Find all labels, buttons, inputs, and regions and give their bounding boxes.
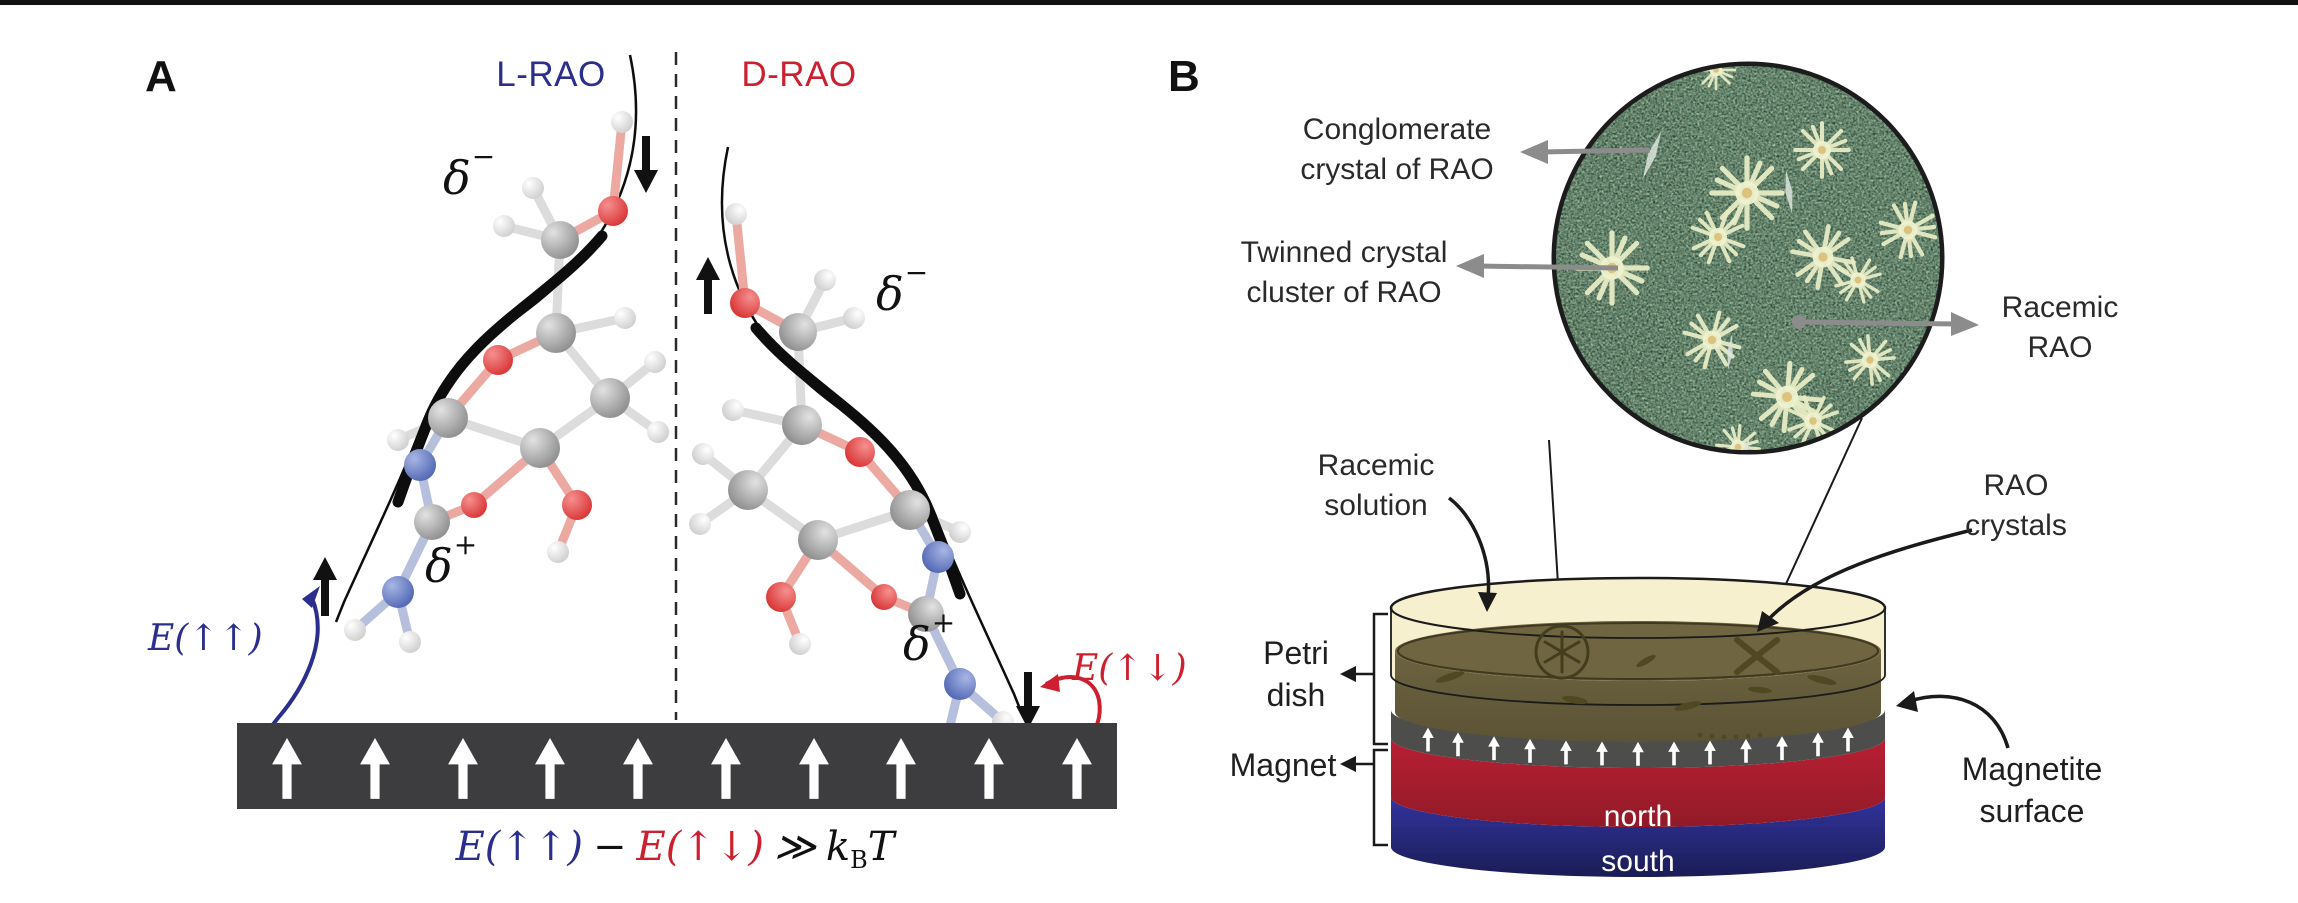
curved-label-arrows (1447, 496, 2010, 749)
panel-a-label: A (145, 52, 177, 101)
magnetic-surface-bar (237, 723, 1117, 809)
equation-antiparallel-term: E(↑↓) (636, 824, 764, 870)
energy-antiparallel-label: E(↑↓) (1072, 648, 1187, 689)
micrograph-circle (1551, 61, 1945, 455)
delta-plus-label-l: δ+ (425, 528, 478, 593)
panel-b-graphics (1340, 61, 2010, 877)
spin-down-arrow-icon (634, 136, 658, 193)
south-pole-label: south (1601, 845, 1675, 878)
magnetite-surface-arrow-icon (1896, 691, 2010, 749)
magnet-south-band (1391, 797, 1885, 877)
magnet-pointer-icon (1340, 756, 1374, 772)
waterline (1397, 622, 1879, 680)
l-rao-molecule (336, 55, 669, 653)
rao-crystal-mark (1734, 637, 1780, 675)
magnetite-surface-label: Magnetite surface (1961, 751, 2103, 829)
petri-dish-label: Petri dish (1263, 635, 1329, 713)
delta-plus-label-d: δ+ (903, 606, 956, 671)
figure-top-rule (0, 0, 2298, 5)
panel-a-graphics (237, 52, 1117, 809)
magnet-north-band (1391, 738, 1885, 827)
magnet-label: Magnet (1229, 747, 1337, 783)
solution-surface (1395, 621, 1881, 681)
rao-crystals-arrow-icon (1757, 528, 1973, 632)
spin-up-arrow-icon (313, 557, 337, 616)
petri-dish-bracket (1372, 612, 1388, 746)
energy-equation: E(↑↑)−E(↑↓)≫kBT (455, 824, 895, 874)
magnet-bracket (1372, 748, 1388, 847)
d-rao-molecule (689, 147, 1022, 745)
spin-up-arrow-icon (696, 257, 720, 314)
racemic-rao-arrow-icon (1792, 312, 1979, 336)
delta-minus-label-l: δ− (443, 140, 496, 205)
petri-dish-diagram (1389, 576, 1887, 877)
conglomerate-arrow-icon (1520, 140, 1651, 164)
energy-parallel-label: E(↑↑) (148, 618, 263, 659)
conglomerate-label: Conglomerate crystal of RAO (1300, 113, 1494, 186)
brackets (1340, 612, 1388, 847)
twinned-arrow-icon (1456, 254, 1619, 278)
spin-down-arrow-icon (1016, 672, 1040, 729)
north-pole-label: north (1603, 800, 1673, 833)
surface-crystal-marks (1435, 654, 1837, 740)
magnetite-band (1391, 710, 1885, 768)
racemic-solution-arrow-icon (1447, 496, 1497, 612)
solution-body (1395, 651, 1882, 742)
equation-parallel-term: E(↑↑) (455, 824, 584, 870)
l-rao-title: L-RAO (496, 55, 606, 94)
d-rao-title: D-RAO (741, 55, 857, 94)
rao-crystals-label: RAO crystals (1965, 469, 2067, 542)
twinned-label: Twinned crystal cluster of RAO (1240, 236, 1448, 309)
glass-outline (1390, 607, 1886, 706)
racemic-rao-label: Racemic RAO (2001, 291, 2119, 364)
panel-b-label: B (1168, 52, 1200, 101)
racemic-solution-label: Racemic solution (1317, 449, 1435, 522)
delta-minus-label-d: δ− (876, 256, 929, 321)
twinned-crystal-mark (1534, 624, 1590, 680)
label-arrows (1456, 140, 1979, 336)
petri-dish-pointer-icon (1340, 666, 1374, 682)
